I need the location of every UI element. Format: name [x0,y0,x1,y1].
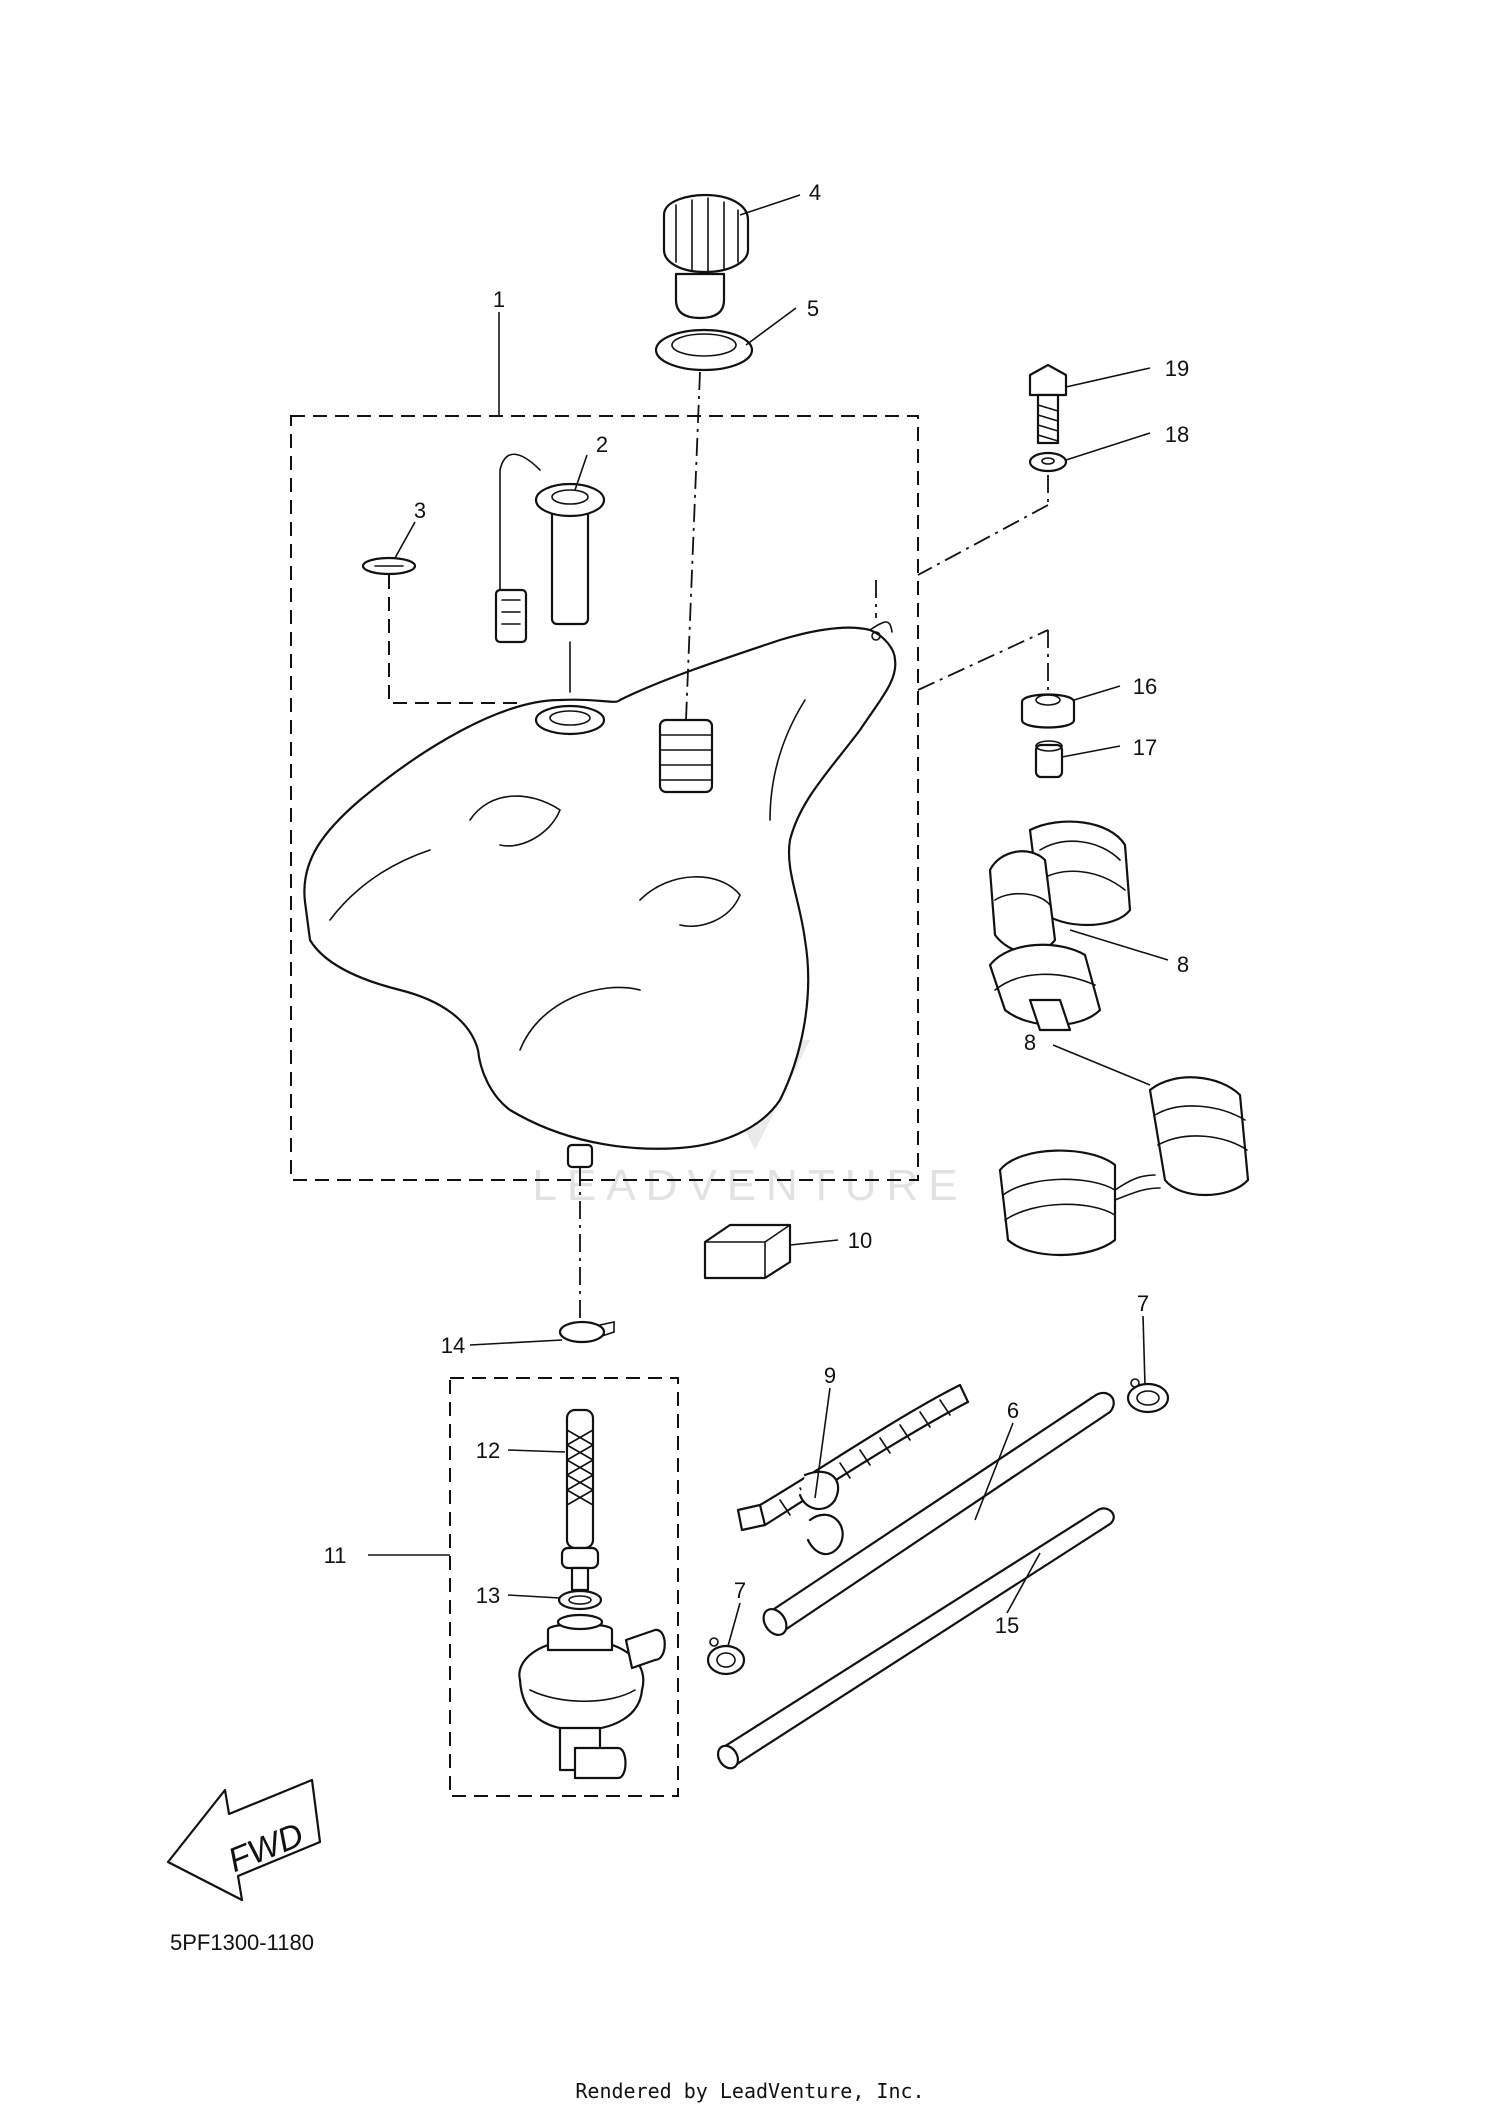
hose-clamp-top [558,1320,615,1344]
connector-lines [388,371,1049,1320]
hose-clamp-left [706,1637,746,1676]
fuel-gauge-sender [494,453,606,644]
callout-18: 18 [1165,422,1189,447]
gauge-seal [361,556,417,576]
tank-bumper-upper [988,820,1132,1032]
callout-3: 3 [414,498,426,523]
callout-14: 14 [441,1333,465,1358]
fuel-cock [518,1613,666,1780]
callout-10: 10 [848,1228,872,1253]
bolt-washer [1028,451,1068,473]
leader-lines [368,194,1169,1647]
fuel-hose [762,1391,1115,1636]
watermark-text: LEADVENTURE [532,1161,967,1210]
o-ring [557,1589,603,1611]
callout-7-upper: 7 [1137,1291,1149,1316]
callout-8-lower: 8 [1024,1030,1036,1055]
damper-collar [1034,740,1064,779]
fuel-tank [303,621,897,1169]
callout-17: 17 [1133,735,1157,760]
callout-13: 13 [476,1583,500,1608]
callout-5: 5 [807,296,819,321]
callout-8-upper: 8 [1177,952,1189,977]
callout-2: 2 [596,432,608,457]
tank-bumper-lower [998,1076,1250,1257]
callout-12: 12 [476,1438,500,1463]
callout-4: 4 [809,180,821,205]
callout-16: 16 [1133,674,1157,699]
mount-bolt [1028,363,1068,445]
hose-clip-band [736,1383,970,1556]
callouts: 1 2 3 4 5 6 7 7 8 8 9 10 11 12 13 14 15 … [324,180,1190,1638]
fuel-strainer [560,1408,600,1592]
fuel-cock-box [449,1377,679,1797]
diagram-code: 5PF1300-1180 [170,1930,314,1955]
callout-19: 19 [1165,356,1189,381]
foam-pad [703,1223,792,1280]
forward-direction-arrow: FWD [166,1778,322,1902]
callout-1: 1 [493,287,505,312]
callout-6: 6 [1007,1398,1019,1423]
rubber-damper [1020,693,1076,729]
callout-11: 11 [324,1543,347,1568]
breather-hose [716,1507,1115,1770]
callout-7-lower: 7 [734,1578,746,1603]
footer-credit: Rendered by LeadVenture, Inc. [575,2079,924,2103]
tank-assembly-box [290,415,919,1181]
cap-gasket [654,328,754,372]
callout-9: 9 [824,1363,836,1388]
fuel-cap [662,193,750,320]
callout-15: 15 [995,1613,1019,1638]
hose-clamp-right [1126,1378,1170,1414]
